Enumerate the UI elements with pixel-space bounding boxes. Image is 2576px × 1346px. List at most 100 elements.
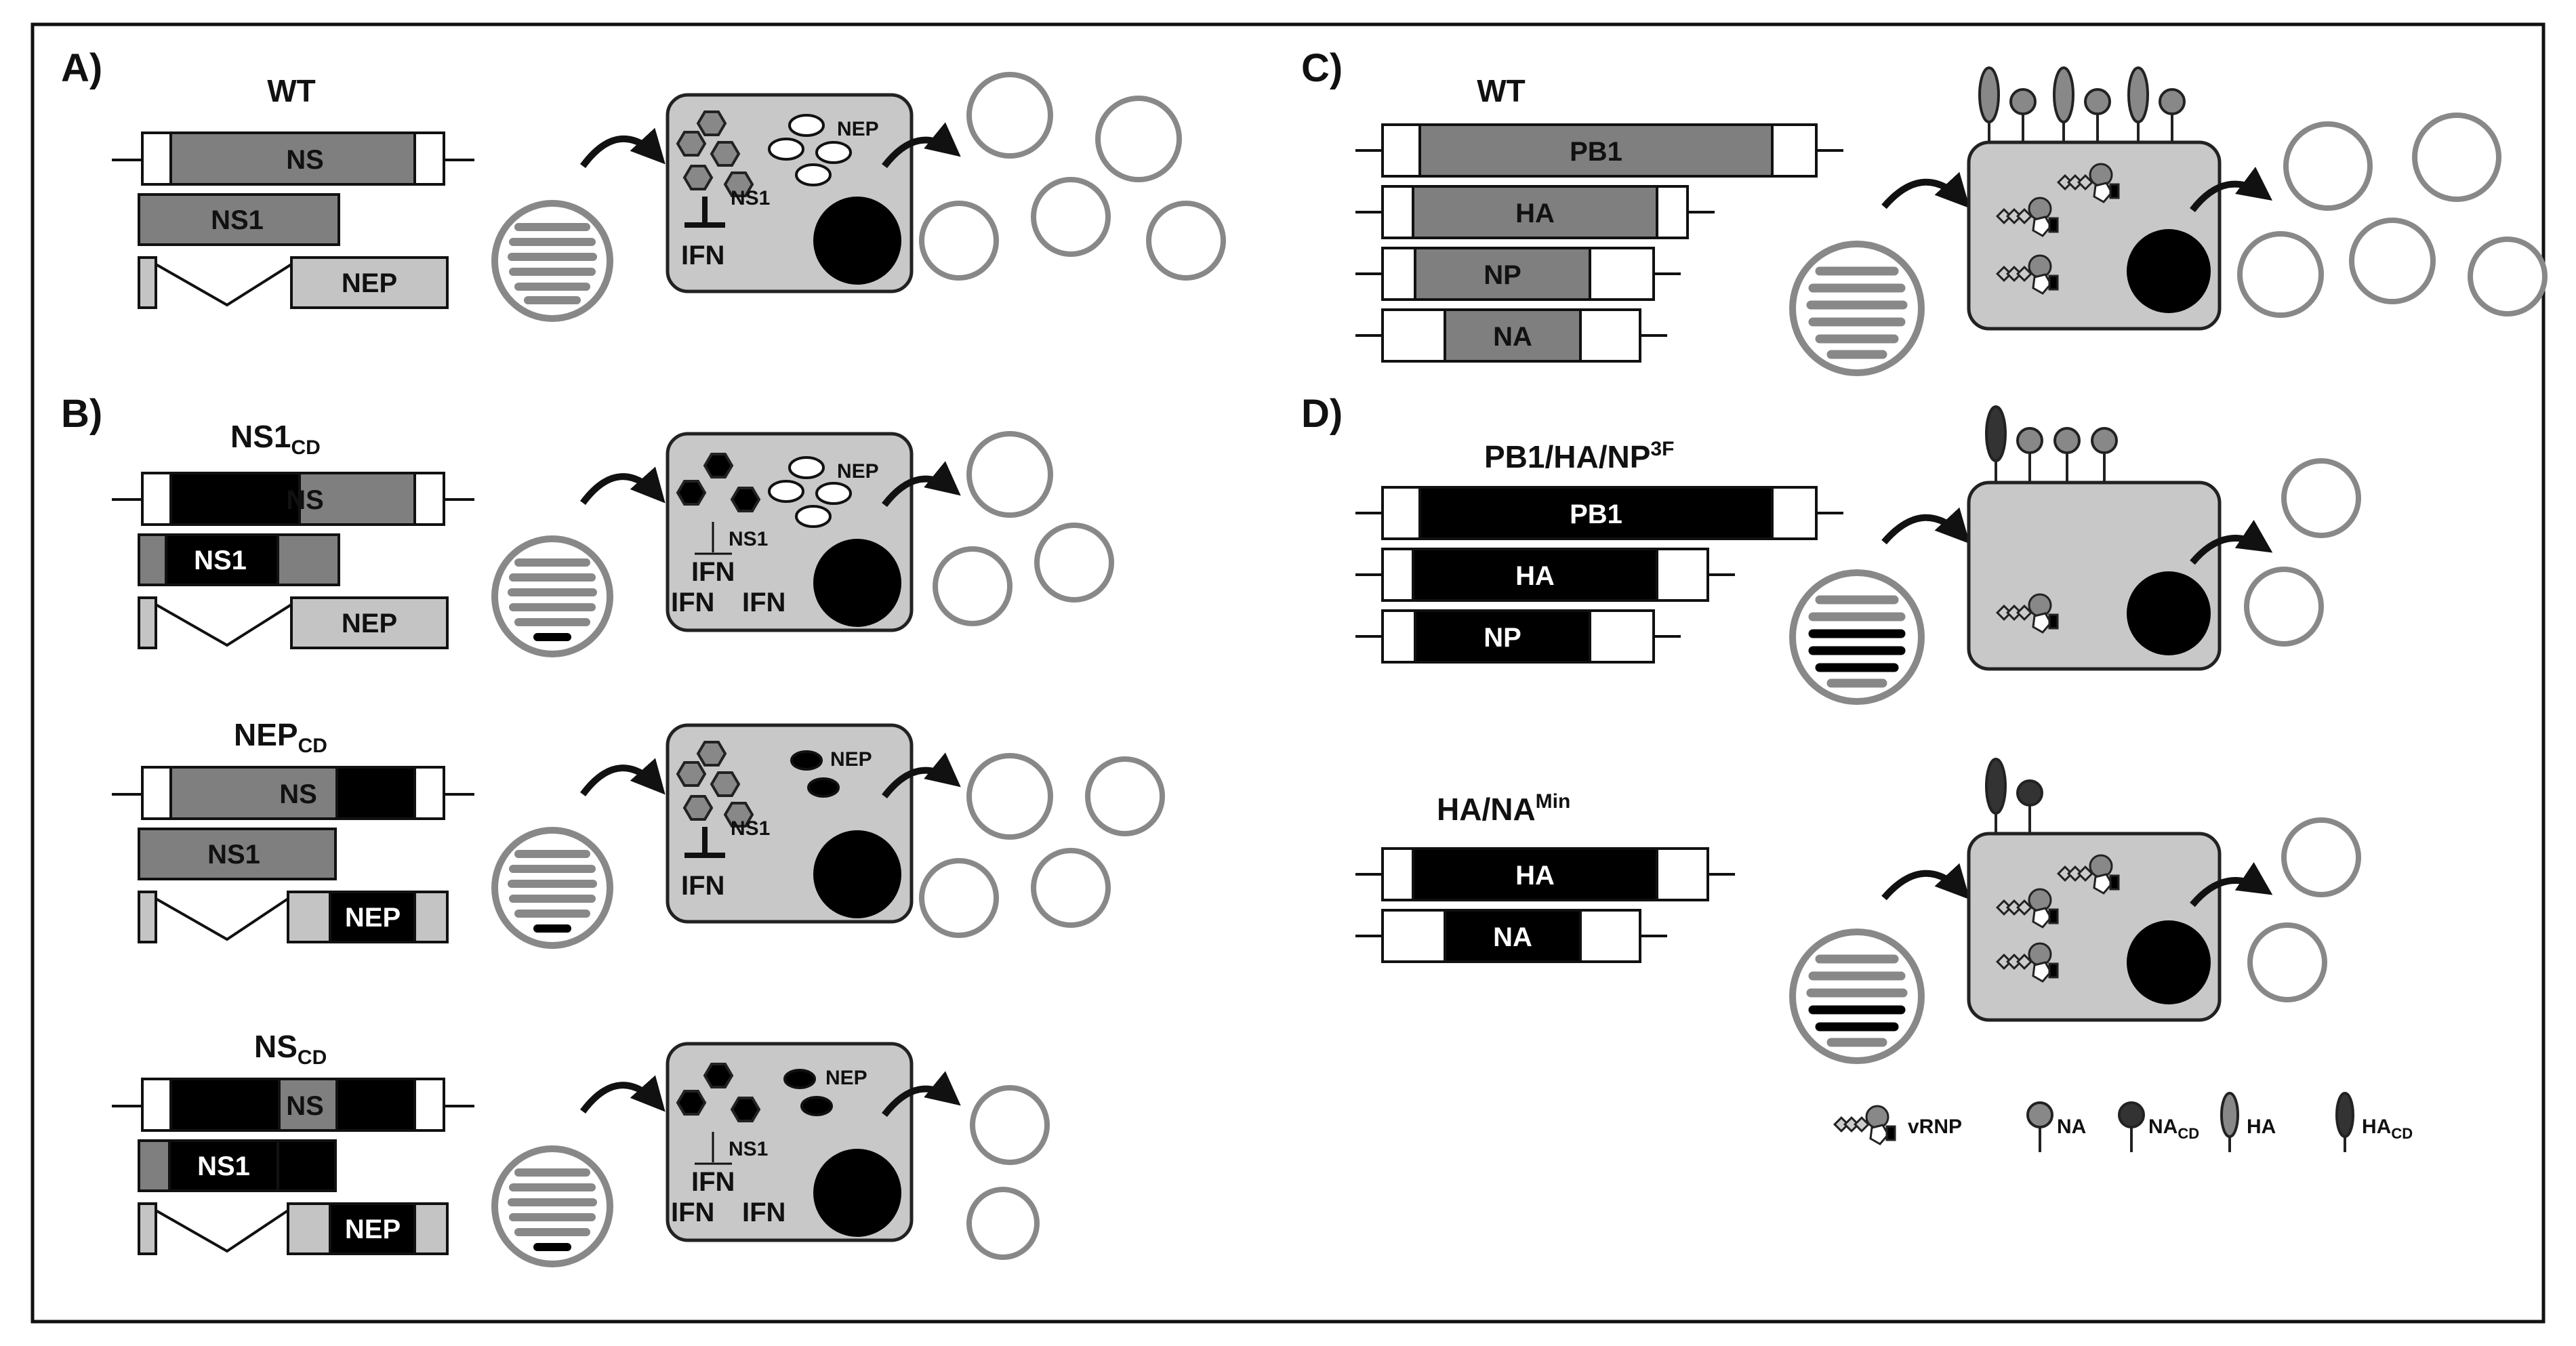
panel-b2-nep-label: NEP bbox=[345, 903, 401, 933]
panel-b3-title: NSCD bbox=[254, 1029, 327, 1069]
panel-b3-nucleus-icon bbox=[813, 1149, 901, 1237]
legend-ha-icon bbox=[2220, 1092, 2239, 1152]
panel-d1-input-virion-icon bbox=[1789, 569, 1925, 705]
panel-c-title: WT bbox=[1477, 73, 1526, 108]
panel-d2-arrow-out-icon bbox=[2190, 862, 2273, 907]
panel-a-ns-label: NS bbox=[286, 145, 324, 175]
panel-c-vrnp-icons bbox=[1995, 163, 2120, 295]
panel-b3-arrow-out-icon bbox=[882, 1071, 961, 1118]
panel-a-arrow-in-icon bbox=[579, 127, 666, 168]
legend-ha-label: HA bbox=[2247, 1116, 2276, 1138]
panel-b3: NSCD NS NS1 NEP bbox=[112, 1029, 1050, 1267]
panel-b3-hexagons bbox=[676, 1063, 761, 1122]
panel-b3-cell-ns1-label: NS1 bbox=[729, 1138, 768, 1160]
legend: vRNP NA NACD HA HACD bbox=[1833, 1092, 2413, 1152]
panel-b1-hexagons bbox=[676, 453, 761, 512]
panel-c-np-label: NP bbox=[1484, 260, 1521, 290]
panel-c-arrow-in-icon bbox=[1881, 171, 1970, 209]
panel-c-arrow-out-icon bbox=[2190, 167, 2273, 213]
panel-d1-ha-label: HA bbox=[1515, 561, 1555, 591]
panel-b3-arrow-in-icon bbox=[579, 1075, 666, 1114]
panel-a-input-virion-icon bbox=[491, 200, 613, 322]
panel-b2-input-virion-icon bbox=[491, 827, 613, 949]
panel-b1-cell-ifn-left: IFN bbox=[671, 588, 714, 617]
panel-d1: D) PB1/HA/NP3F PB1 HA NP bbox=[1301, 392, 2361, 705]
panel-d2-output-virions bbox=[2247, 817, 2361, 1002]
panel-d1-pb1-label: PB1 bbox=[1570, 499, 1622, 529]
panel-d2-na-label: NA bbox=[1493, 922, 1532, 952]
panel-d1-surface-spikes bbox=[1985, 405, 2118, 483]
panel-b2-ns-label: NS bbox=[279, 779, 317, 809]
panel-c: C) WT PB1 HA NP NA bbox=[1301, 46, 2548, 376]
legend-na-label: NA bbox=[2057, 1116, 2086, 1138]
panel-a-arrow-out-icon bbox=[882, 122, 961, 169]
panel-c-input-virion-icon bbox=[1789, 241, 1925, 376]
panel-b2-ns1-label: NS1 bbox=[207, 840, 260, 870]
panel-d2-ha-label: HA bbox=[1515, 861, 1555, 891]
panel-d2-nucleus-icon bbox=[2127, 920, 2211, 1004]
panel-d1-output-virions bbox=[2244, 458, 2361, 647]
panel-b2-cell-ifn-label: IFN bbox=[681, 871, 724, 901]
panel-c-pb1-label: PB1 bbox=[1570, 137, 1622, 167]
panel-a-nep-ovals bbox=[768, 114, 852, 186]
panel-b-letter: B) bbox=[61, 392, 102, 436]
panel-c-output-virions bbox=[2237, 113, 2548, 318]
panel-d2: HA/NAMin HA NA bbox=[1355, 758, 2361, 1064]
panel-b2-nucleus-icon bbox=[813, 830, 901, 918]
panel-b1-title: NS1CD bbox=[230, 419, 321, 459]
legend-vrnp-label: vRNP bbox=[1908, 1116, 1962, 1138]
panel-b1-output-virions bbox=[933, 431, 1114, 626]
panel-c-letter: C) bbox=[1301, 46, 1343, 90]
panel-d2-arrow-in-icon bbox=[1881, 863, 1970, 901]
legend-vrnp-icon bbox=[1833, 1105, 1896, 1145]
panel-c-surface-spikes bbox=[1978, 66, 2186, 142]
panel-b2-output-virions bbox=[919, 753, 1165, 938]
panel-a-nep-label: NEP bbox=[342, 268, 397, 298]
panel-b1-cell-ifn-top: IFN bbox=[691, 557, 735, 587]
panel-b3-output-virions bbox=[966, 1085, 1050, 1260]
legend-ha-cd-label: HACD bbox=[2362, 1116, 2413, 1142]
panel-d1-arrow-out-icon bbox=[2190, 520, 2273, 565]
panel-a-hexagons bbox=[676, 110, 754, 197]
panel-b1-arrow-out-icon bbox=[882, 461, 961, 508]
panel-b1-cell-ns1-label: NS1 bbox=[729, 528, 768, 550]
panel-c-na-label: NA bbox=[1493, 322, 1532, 352]
panel-a-nucleus-icon bbox=[813, 197, 901, 285]
panel-b1-cell-ifn-right: IFN bbox=[742, 588, 785, 617]
panel-d1-vrnp-icon bbox=[1995, 593, 2059, 634]
panel-d2-input-virion-icon bbox=[1789, 929, 1925, 1064]
panel-c-nucleus-icon bbox=[2127, 229, 2211, 313]
panel-a-ns1-label: NS1 bbox=[211, 205, 264, 235]
panel-b3-nep-label: NEP bbox=[345, 1215, 401, 1244]
panel-b1-ns1-label: NS1 bbox=[194, 546, 247, 575]
legend-na-cd-icon bbox=[2118, 1101, 2145, 1152]
panel-b2-cell-ns1-label: NS1 bbox=[731, 817, 770, 840]
panel-b3-cell-nep-label: NEP bbox=[825, 1067, 867, 1089]
panel-b1: B) NS1CD NS NS1 NEP bbox=[61, 392, 1114, 657]
panel-b2: NEPCD NS NS1 NEP bbox=[112, 717, 1165, 949]
panel-b2-arrow-out-icon bbox=[882, 752, 961, 799]
panel-a-cell-ifn-label: IFN bbox=[681, 241, 724, 270]
panel-b3-ns-label: NS bbox=[286, 1091, 324, 1121]
panel-a-cell-nep-label: NEP bbox=[837, 118, 879, 140]
panel-b2-hexagons bbox=[676, 741, 754, 828]
panel-d1-np-label: NP bbox=[1484, 623, 1521, 653]
panel-b3-ns1-label: NS1 bbox=[197, 1151, 250, 1181]
panel-a-cell-ns1-label: NS1 bbox=[731, 187, 770, 209]
panel-d-letter: D) bbox=[1301, 392, 1343, 436]
panel-d1-title: PB1/HA/NP3F bbox=[1484, 438, 1674, 474]
panel-b2-title: NEPCD bbox=[234, 717, 327, 757]
panel-d2-surface-spikes bbox=[1985, 758, 2043, 834]
panel-d1-arrow-in-icon bbox=[1881, 507, 1970, 545]
panel-a-output-virions bbox=[919, 72, 1226, 281]
panel-b3-cell-ifn-left: IFN bbox=[671, 1198, 714, 1227]
panel-b1-cell-nep-label: NEP bbox=[837, 460, 879, 483]
panel-c-ha-label: HA bbox=[1515, 199, 1555, 228]
panel-a-letter: A) bbox=[61, 46, 102, 90]
panel-d2-title: HA/NAMin bbox=[1437, 790, 1570, 827]
panel-b3-input-virion-icon bbox=[491, 1145, 613, 1267]
panel-d2-vrnp-icons bbox=[1995, 854, 2120, 983]
panel-b1-arrow-in-icon bbox=[579, 466, 666, 505]
panel-a-title: WT bbox=[267, 73, 316, 108]
